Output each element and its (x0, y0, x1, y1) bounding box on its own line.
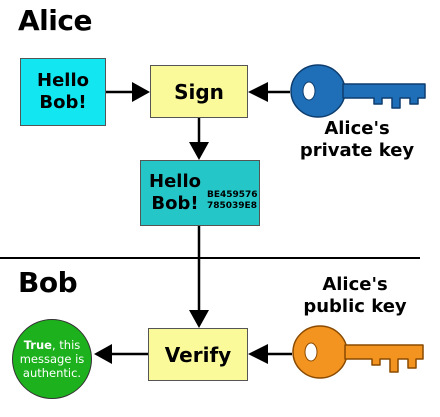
public-key-label-line2: public key (303, 296, 407, 317)
verify-box: Verify (148, 328, 248, 381)
alice-heading: Alice (18, 4, 92, 37)
arrowhead-verify-top (189, 310, 209, 328)
message-box: Hello Bob! (20, 58, 106, 126)
result-bold: True (23, 338, 52, 352)
arrowhead-verify-right (248, 344, 268, 364)
private-key-label-line2: private key (299, 140, 415, 161)
signed-message-box: Hello Bob! BE459576 785039E8 (140, 160, 260, 226)
result-circle: True, this message is authentic. (12, 319, 92, 399)
public-key-label: Alice's public key (290, 274, 420, 318)
signed-message-line1: Hello (149, 171, 201, 192)
signature-line2: 785039E8 (206, 201, 257, 211)
private-key-label-line1: Alice's (324, 118, 390, 139)
result-text: , this message is authentic. (19, 338, 85, 380)
verify-label: Verify (164, 342, 232, 367)
arrowhead-signed-top (189, 142, 209, 160)
bob-heading: Bob (18, 266, 78, 299)
arrowhead-sign-left (132, 82, 150, 102)
private-key-icon (290, 64, 426, 118)
arrowhead-sign-right (248, 82, 268, 102)
sign-label: Sign (174, 79, 224, 104)
private-key-label: Alice's private key (292, 118, 422, 162)
signature-line1: BE459576 (206, 190, 258, 200)
signed-message-line2: Bob! (151, 193, 199, 214)
sign-box: Sign (150, 65, 248, 118)
message-line2: Bob! (39, 92, 87, 113)
signature: BE459576 785039E8 (207, 190, 258, 212)
public-key-label-line1: Alice's (322, 274, 388, 295)
public-key-icon (292, 325, 424, 379)
divider-line (0, 257, 420, 259)
message-line1: Hello (37, 70, 89, 91)
arrowhead-result (94, 344, 112, 364)
